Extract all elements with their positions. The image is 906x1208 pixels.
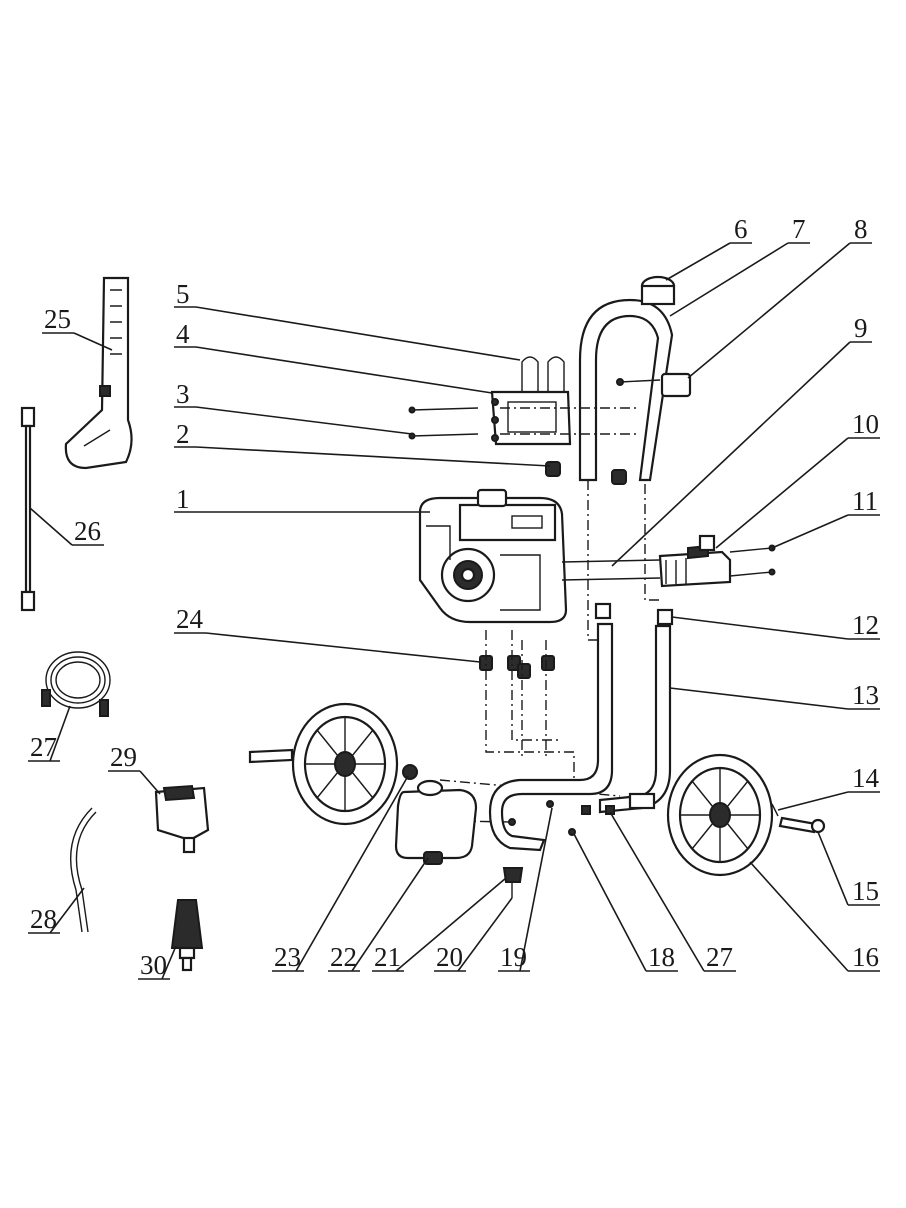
callout-21: 21 — [372, 877, 507, 972]
callout-12: 12 — [671, 610, 880, 640]
callout-26: 26 — [29, 507, 104, 546]
callout-number-3: 3 — [176, 379, 190, 409]
engine — [418, 488, 568, 624]
callout-29: 29 — [108, 742, 161, 795]
callout-1: 1 — [174, 484, 430, 514]
callout-number-27-hose: 27 — [30, 732, 57, 762]
callout-number-30: 30 — [140, 950, 167, 980]
assembly-lines — [399, 407, 662, 823]
callout-number-14: 14 — [852, 763, 880, 793]
callout-number-27-frame: 27 — [706, 942, 733, 972]
callout-number-24: 24 — [176, 604, 204, 634]
callout-13: 13 — [669, 680, 880, 710]
callout-18: 18 — [573, 833, 678, 972]
callout-20: 20 — [434, 897, 513, 972]
callout-number-5: 5 — [176, 279, 190, 309]
callout-number-12: 12 — [852, 610, 879, 640]
frame-knobs — [545, 461, 627, 485]
callout-number-9: 9 — [854, 313, 868, 343]
spray-lance — [20, 406, 36, 612]
callout-number-2: 2 — [176, 419, 190, 449]
callout-number-6: 6 — [734, 214, 748, 244]
right-wheel — [666, 753, 774, 877]
hose-coil — [41, 651, 111, 717]
detergent-tube — [70, 807, 97, 933]
callout-25: 25 — [42, 304, 113, 351]
callout-24: 24 — [174, 604, 481, 663]
side-bracket — [616, 372, 692, 398]
callout-2: 2 — [174, 419, 551, 467]
axle-pin — [771, 803, 826, 834]
callout-number-11: 11 — [852, 486, 878, 516]
callout-number-4: 4 — [176, 319, 190, 349]
callout-30: 30 — [138, 945, 177, 980]
callout-6: 6 — [665, 214, 752, 281]
callout-number-20: 20 — [436, 942, 463, 972]
callout-number-8: 8 — [854, 214, 868, 244]
callout-number-21: 21 — [374, 942, 401, 972]
callout-4: 4 — [174, 319, 493, 394]
callout-22: 22 — [328, 857, 429, 972]
callout-7: 7 — [669, 214, 810, 317]
left-wheel — [248, 702, 399, 826]
frame-foot — [502, 867, 524, 898]
callout-23: 23 — [272, 775, 409, 972]
callout-number-23: 23 — [274, 942, 301, 972]
callout-number-18: 18 — [648, 942, 675, 972]
pump-bolts — [561, 544, 776, 581]
callout-10: 10 — [715, 409, 880, 549]
callouts: 1 2 3 4 5 6 7 — [28, 214, 880, 980]
callout-number-16: 16 — [852, 942, 879, 972]
callout-number-10: 10 — [852, 409, 879, 439]
callout-3: 3 — [174, 379, 413, 435]
turbo-nozzle — [170, 899, 204, 972]
small-fasteners — [508, 800, 615, 836]
callout-number-1: 1 — [176, 484, 190, 514]
callout-27-hose: 27 — [28, 705, 71, 762]
callout-number-26: 26 — [74, 516, 101, 546]
adjustable-nozzle — [154, 784, 210, 854]
callout-15: 15 — [817, 831, 880, 906]
callout-28: 28 — [28, 887, 85, 934]
handle-frame — [578, 275, 676, 482]
callout-number-25: 25 — [44, 304, 71, 334]
callout-19: 19 — [498, 807, 553, 972]
callout-number-22: 22 — [330, 942, 357, 972]
callout-14: 14 — [777, 763, 880, 811]
callout-number-7: 7 — [792, 214, 806, 244]
pump — [658, 534, 732, 588]
lower-frame — [488, 602, 674, 852]
callout-8: 8 — [687, 214, 872, 379]
callout-number-13: 13 — [852, 680, 879, 710]
spray-gun — [64, 276, 133, 470]
callout-27-frame: 27 — [609, 811, 736, 972]
callout-number-29: 29 — [110, 742, 137, 772]
callout-number-15: 15 — [852, 876, 879, 906]
callout-16: 16 — [749, 861, 880, 972]
callout-11: 11 — [771, 486, 880, 549]
detergent-tank — [394, 764, 478, 865]
frame-bolts — [408, 406, 479, 440]
engine-mounts — [479, 655, 555, 679]
callout-5: 5 — [174, 279, 521, 361]
callout-9: 9 — [611, 313, 872, 567]
gun-holder-bracket — [490, 356, 572, 446]
